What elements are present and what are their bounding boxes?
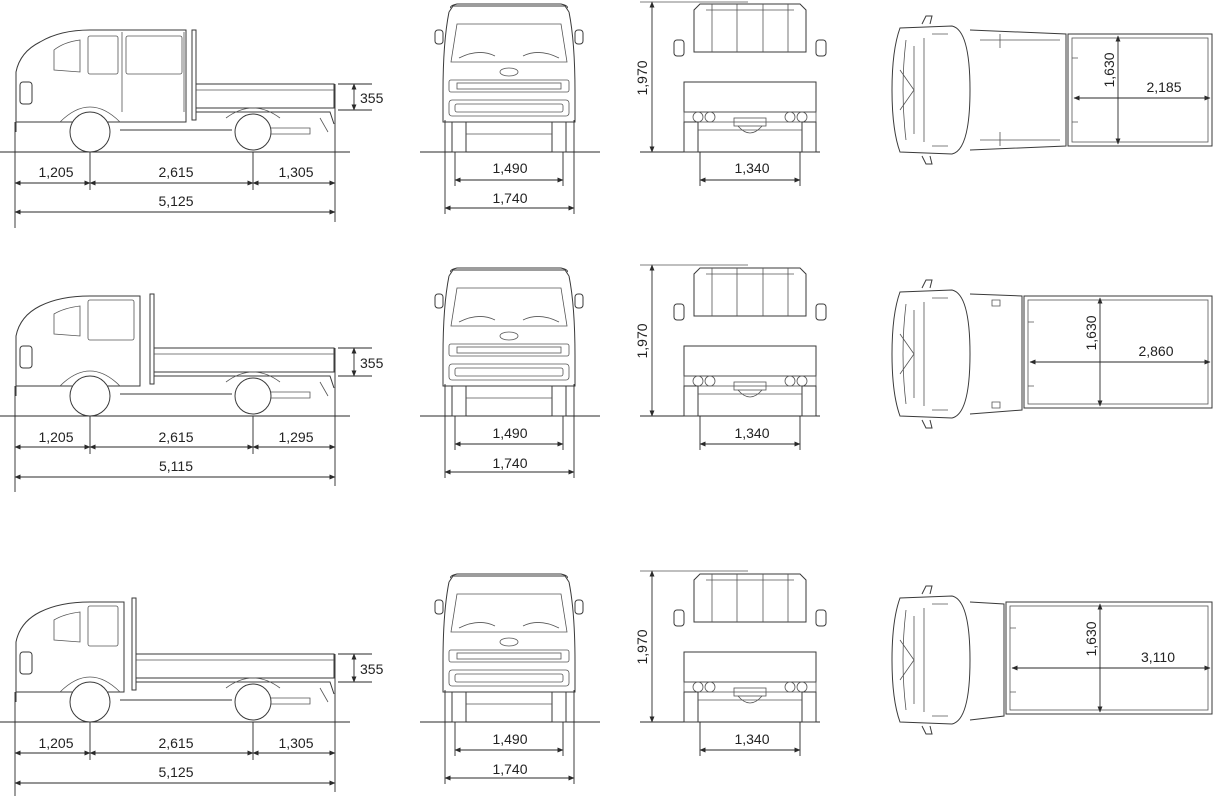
rear-view-row1 [640,1,827,153]
front-tread-label: 1,490 [492,160,527,176]
overall-width-label: 1,740 [492,761,527,777]
front-view-row2 [420,267,600,417]
overall-length-label: 5,125 [158,764,193,780]
top-view-king-cab [891,279,1213,429]
front-overhang-label: 1,205 [38,164,73,180]
overall-length-label: 5,125 [158,193,193,209]
front-overhang-label: 1,205 [38,429,73,445]
dimension-lines [14,1,1211,796]
dimension-labels: 1,205 2,615 1,305 5,125 355 1,490 1,740 … [38,52,1181,780]
overall-height-label: 1,970 [634,323,650,358]
rear-overhang-label: 1,305 [278,735,313,751]
wheelbase-label: 2,615 [158,164,193,180]
front-tread-label: 1,490 [492,425,527,441]
overall-height-label: 1,970 [634,629,650,664]
rear-overhang-label: 1,305 [278,164,313,180]
front-tread-label: 1,490 [492,731,527,747]
deck-height-label: 355 [360,355,384,371]
side-view-king-cab [0,293,350,417]
top-view-double-cab [891,15,1213,165]
rear-tread-label: 1,340 [734,425,769,441]
wheelbase-label: 2,615 [158,429,193,445]
deck-height-label: 355 [360,90,384,106]
deck-length-label: 2,185 [1146,79,1181,95]
front-overhang-label: 1,205 [38,735,73,751]
overall-width-label: 1,740 [492,190,527,206]
deck-length-label: 3,110 [1141,649,1175,665]
front-view-row3 [420,573,600,723]
rear-view-row2 [640,264,827,417]
wheelbase-label: 2,615 [158,735,193,751]
rear-overhang-label: 1,295 [278,429,313,445]
front-view-row1 [420,3,600,153]
deck-width-label: 1,630 [1083,315,1099,350]
deck-width-label: 1,630 [1101,52,1117,87]
overall-width-label: 1,740 [492,455,527,471]
deck-height-label: 355 [360,661,384,677]
overall-length-label: 5,115 [159,458,193,474]
rear-tread-label: 1,340 [734,160,769,176]
rear-view-row3 [640,570,827,723]
rear-tread-label: 1,340 [734,731,769,747]
deck-width-label: 1,630 [1083,621,1099,656]
side-view-double-cab [0,29,350,153]
side-view-standard-cab [0,597,350,723]
top-view-standard-cab [891,585,1213,735]
deck-length-label: 2,860 [1138,343,1173,359]
overall-height-label: 1,970 [634,60,650,95]
